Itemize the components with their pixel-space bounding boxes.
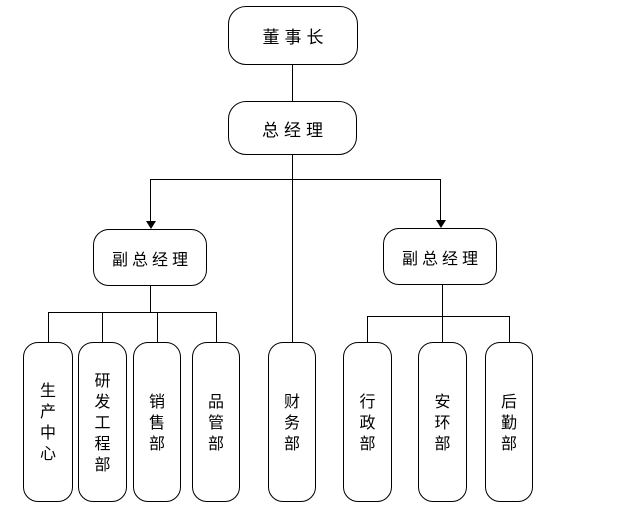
- node-administration: 行政部: [343, 342, 392, 502]
- node-logistics-label: 后勤部: [500, 391, 517, 453]
- connector-to-production-center: [48, 312, 49, 342]
- node-logistics: 后勤部: [485, 342, 533, 502]
- node-sales-label: 销售部: [148, 391, 165, 453]
- connector-to-rd-engineering: [102, 312, 103, 342]
- node-quality: 品管部: [192, 342, 240, 502]
- node-deputy-gm-right: 副总经理: [383, 228, 497, 285]
- node-administration-label: 行政部: [359, 391, 376, 453]
- connector-deputy-right-stem: [442, 285, 443, 342]
- connector-right-group-branch: [367, 316, 510, 317]
- arrowhead-deputy-right: [436, 220, 446, 228]
- arrowhead-deputy-left: [146, 221, 156, 229]
- connector-gm-finance-trunk: [292, 155, 293, 342]
- node-sales: 销售部: [133, 342, 181, 502]
- node-safety-environment-label: 安环部: [434, 391, 451, 453]
- connector-left-group-branch: [48, 312, 217, 313]
- node-deputy-gm-right-label: 副总经理: [401, 248, 482, 268]
- node-production-center-label: 生产中心: [39, 381, 56, 463]
- connector-to-deputy-left: [150, 179, 151, 222]
- node-safety-environment: 安环部: [418, 342, 467, 502]
- node-rd-engineering: 研发工程部: [78, 342, 127, 502]
- node-general-manager-label: 总经理: [262, 120, 328, 141]
- node-deputy-gm-left-label: 副总经理: [111, 249, 192, 269]
- node-finance: 财务部: [268, 342, 316, 502]
- connector-to-administration: [367, 316, 368, 342]
- connector-to-quality: [216, 312, 217, 342]
- connector-to-deputy-right: [440, 179, 441, 221]
- node-quality-label: 品管部: [207, 391, 224, 453]
- node-chairman: 董事长: [228, 6, 358, 65]
- node-rd-engineering-label: 研发工程部: [94, 370, 111, 474]
- connector-gm-deputies-branch: [150, 179, 441, 180]
- node-finance-label: 财务部: [283, 391, 300, 453]
- node-chairman-label: 董事长: [262, 28, 329, 48]
- node-general-manager: 总经理: [228, 101, 357, 155]
- connector-to-sales: [157, 312, 158, 342]
- connector-chairman-gm: [292, 65, 293, 101]
- connector-deputy-left-stem: [150, 286, 151, 312]
- connector-to-logistics: [509, 316, 510, 342]
- node-deputy-gm-left: 副总经理: [93, 229, 207, 286]
- node-production-center: 生产中心: [23, 342, 73, 502]
